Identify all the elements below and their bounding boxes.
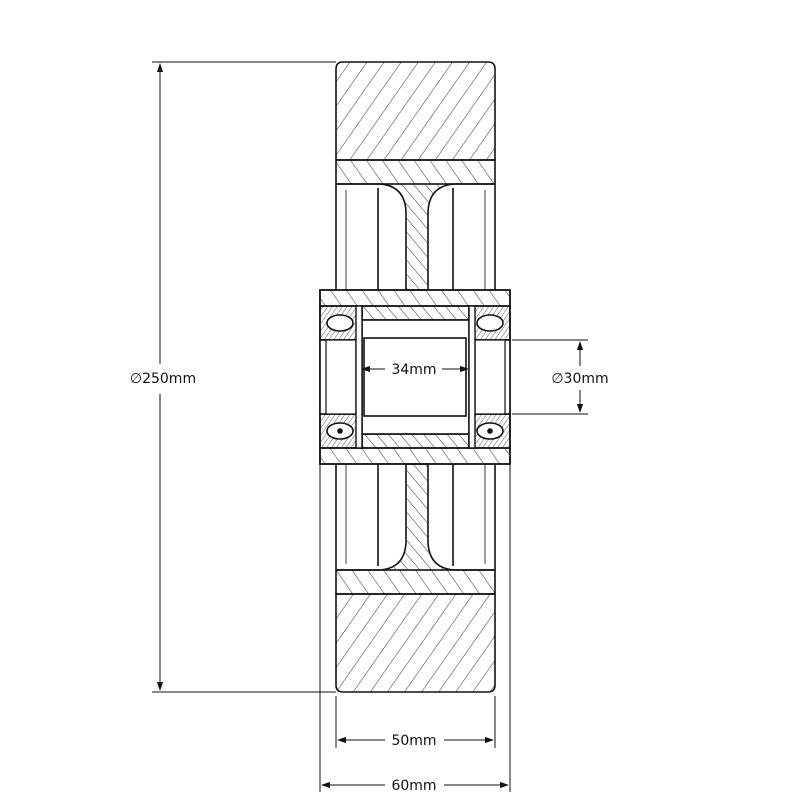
label-mask-outer (120, 368, 204, 388)
tread-bottom (335, 593, 496, 693)
bore-diameter-label: ∅30mm (551, 371, 608, 387)
tread-width-label: 50mm (391, 733, 436, 749)
bearing-right (468, 305, 511, 449)
hub-core-bottom (361, 433, 470, 449)
hub-band-top (319, 289, 511, 307)
dimension-outer-diameter (152, 61, 336, 693)
wheel-section (319, 61, 511, 693)
dimension-bore-diameter (512, 339, 588, 415)
label-mask-bore (544, 368, 614, 388)
dimensions (152, 61, 588, 792)
dimension-hub-width (319, 464, 511, 792)
hub-core-top (361, 305, 470, 321)
outer-diameter-label: ∅250mm (130, 371, 196, 387)
rim-band-bottom (335, 569, 496, 595)
hub-width-label: 60mm (391, 778, 436, 794)
hub-band-bottom (319, 447, 511, 465)
tread-top (335, 61, 496, 161)
rim-band-top (335, 159, 496, 185)
bearing-left (319, 305, 363, 449)
spacer-length-label: 34mm (391, 362, 436, 378)
dimension-tread-width (335, 696, 496, 748)
